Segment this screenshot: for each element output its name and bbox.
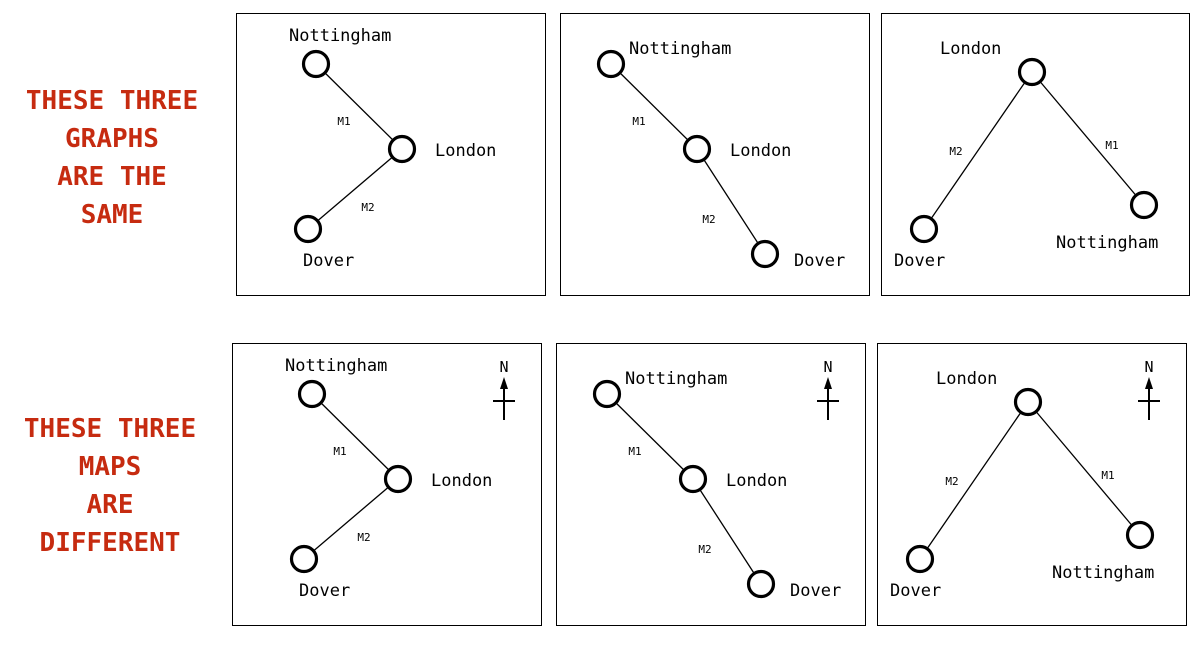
city-label-nottingham: Nottingham [629, 39, 731, 59]
city-label-dover: Dover [890, 581, 941, 601]
city-label-london: London [936, 369, 997, 389]
road-label-m2: M2 [702, 213, 715, 226]
city-node-nottingham [301, 49, 331, 79]
maps-heading-line-1: THESE THREE [23, 414, 197, 444]
city-label-dover: Dover [794, 251, 845, 271]
city-node-london [682, 134, 712, 164]
maps-heading-line-2: MAPS [78, 452, 142, 482]
maps-heading: THESE THREE MAPS ARE DIFFERENT [0, 410, 220, 562]
road-m1 [606, 393, 694, 480]
road-m1 [311, 393, 399, 480]
city-node-nottingham [596, 49, 626, 79]
north-arrow-head [500, 377, 508, 389]
city-label-nottingham: Nottingham [1052, 563, 1154, 583]
road-label-m2: M2 [698, 543, 711, 556]
city-node-london [387, 134, 417, 164]
city-label-nottingham: Nottingham [285, 356, 387, 376]
city-node-dover [905, 544, 935, 574]
city-node-nottingham [297, 379, 327, 409]
road-label-m2: M2 [945, 475, 958, 488]
city-label-nottingham: Nottingham [625, 369, 727, 389]
city-label-dover: Dover [299, 581, 350, 601]
road-m2 [923, 71, 1033, 230]
city-node-nottingham [1129, 190, 1159, 220]
north-arrow-icon: N [817, 358, 839, 420]
north-arrow-icon: N [1138, 358, 1160, 420]
road-m1 [1031, 71, 1145, 206]
road-label-m2: M2 [949, 145, 962, 158]
city-node-nottingham [1125, 520, 1155, 550]
north-label: N [1144, 358, 1153, 376]
road-m1 [1027, 401, 1141, 536]
north-arrow-icon: N [493, 358, 515, 420]
graphs-heading-line-4: SAME [80, 200, 144, 230]
city-label-dover: Dover [303, 251, 354, 271]
road-label-m1: M1 [632, 115, 645, 128]
city-node-dover [289, 544, 319, 574]
road-label-m1: M1 [337, 115, 350, 128]
road-label-m1: M1 [333, 445, 346, 458]
road-label-m1: M1 [628, 445, 641, 458]
city-node-dover [750, 239, 780, 269]
city-label-london: London [726, 471, 787, 491]
city-node-london [1013, 387, 1043, 417]
city-label-dover: Dover [894, 251, 945, 271]
city-node-dover [909, 214, 939, 244]
city-label-dover: Dover [790, 581, 841, 601]
maps-heading-line-3: ARE [86, 490, 134, 520]
road-m1 [315, 63, 403, 150]
graphs-heading-line-2: GRAPHS [65, 124, 159, 154]
city-label-nottingham: Nottingham [1056, 233, 1158, 253]
road-m2 [303, 478, 399, 560]
road-m2 [919, 401, 1029, 560]
city-node-nottingham [592, 379, 622, 409]
city-label-london: London [431, 471, 492, 491]
city-label-london: London [730, 141, 791, 161]
road-m2 [696, 148, 766, 255]
city-node-london [678, 464, 708, 494]
city-node-london [383, 464, 413, 494]
north-arrow-head [824, 377, 832, 389]
north-label: N [823, 358, 832, 376]
road-m1 [610, 63, 698, 150]
road-label-m2: M2 [361, 201, 374, 214]
city-label-nottingham: Nottingham [289, 26, 391, 46]
graphs-heading: THESE THREE GRAPHS ARE THE SAME [2, 82, 222, 234]
city-label-london: London [435, 141, 496, 161]
city-node-london [1017, 57, 1047, 87]
road-label-m2: M2 [357, 531, 370, 544]
road-label-m1: M1 [1105, 139, 1118, 152]
road-m2 [692, 478, 762, 585]
road-label-m1: M1 [1101, 469, 1114, 482]
north-arrow-head [1145, 377, 1153, 389]
graphs-heading-line-3: ARE THE [57, 162, 167, 192]
maps-heading-line-4: DIFFERENT [39, 528, 181, 558]
city-label-london: London [940, 39, 1001, 59]
road-m2 [307, 148, 403, 230]
city-node-dover [746, 569, 776, 599]
city-node-dover [293, 214, 323, 244]
graphs-heading-line-1: THESE THREE [25, 86, 199, 116]
north-label: N [499, 358, 508, 376]
